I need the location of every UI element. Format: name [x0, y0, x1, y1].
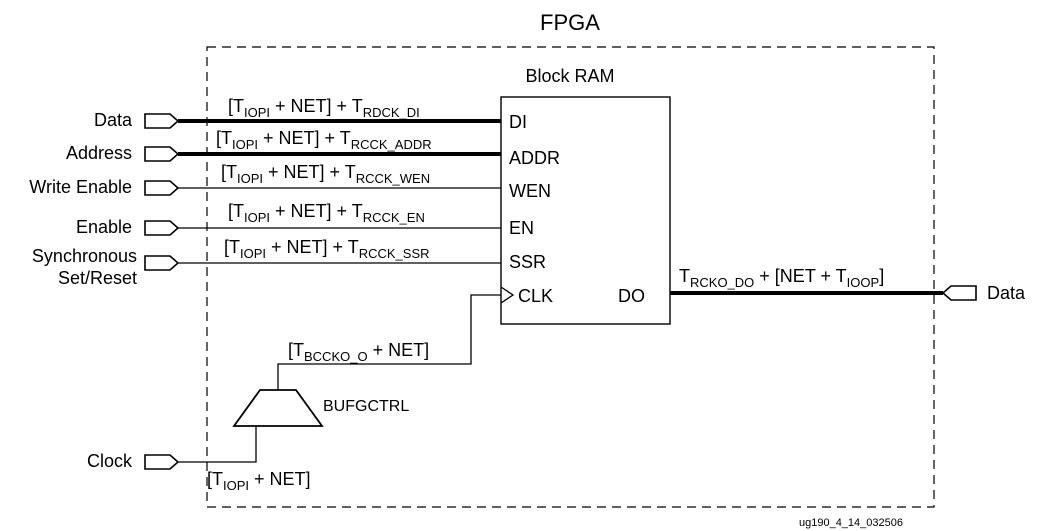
wire-clock	[178, 426, 257, 463]
output-net-label: TRCKO_DO + [NET + TIOOP]	[679, 266, 884, 290]
input-label-data: Data	[94, 110, 133, 130]
input-port-address	[144, 146, 180, 162]
pin-di: DI	[509, 112, 527, 132]
input-port-enable	[144, 220, 180, 236]
net-label-enable: [TIOPI + NET] + TRCCK_EN	[228, 201, 425, 225]
clk-triangle	[500, 286, 515, 304]
input-label-clock: Clock	[87, 451, 133, 471]
input-port-write-enable	[144, 180, 180, 196]
input-label-ssr: Synchronous	[32, 246, 137, 266]
block-ram-box	[500, 96, 671, 325]
figure-id: ug190_4_14_032506	[799, 517, 903, 529]
pin-ssr: SSR	[509, 252, 546, 272]
net-label-write-enable: [TIOPI + NET] + TRCCK_WEN	[221, 162, 430, 186]
input-label-enable: Enable	[76, 217, 132, 237]
block-ram-title: Block RAM	[525, 66, 614, 86]
input-label-ssr-2: Set/Reset	[58, 268, 137, 288]
input-label-address: Address	[66, 143, 132, 163]
output-label-data: Data	[987, 283, 1026, 303]
pin-clk: CLK	[518, 286, 553, 306]
pin-wen: WEN	[509, 181, 551, 201]
pin-do: DO	[618, 286, 645, 306]
net-label-data: [TIOPI + NET] + TRDCK_DI	[228, 96, 420, 120]
fpga-boundary	[206, 46, 935, 508]
output-port-data	[941, 285, 977, 301]
input-label-write-enable: Write Enable	[29, 177, 132, 197]
bufgctrl-label: BUFGCTRL	[323, 398, 409, 415]
clock-net-label: [TIOPI + NET]	[207, 469, 311, 493]
bufgctrl-symbol	[232, 389, 324, 427]
wire-bufg-to-clk	[277, 294, 501, 390]
pin-en: EN	[509, 218, 534, 238]
net-label-ssr: [TIOPI + NET] + TRCCK_SSR	[224, 237, 430, 261]
bufg-net-label: [TBCCKO_O + NET]	[288, 340, 429, 364]
input-port-ssr	[144, 255, 180, 271]
pin-addr: ADDR	[509, 148, 560, 168]
net-label-address: [TIOPI + NET] + TRCCK_ADDR	[216, 128, 432, 152]
fpga-title: FPGA	[540, 10, 600, 35]
input-port-data	[144, 113, 180, 129]
input-port-clock	[144, 454, 180, 470]
